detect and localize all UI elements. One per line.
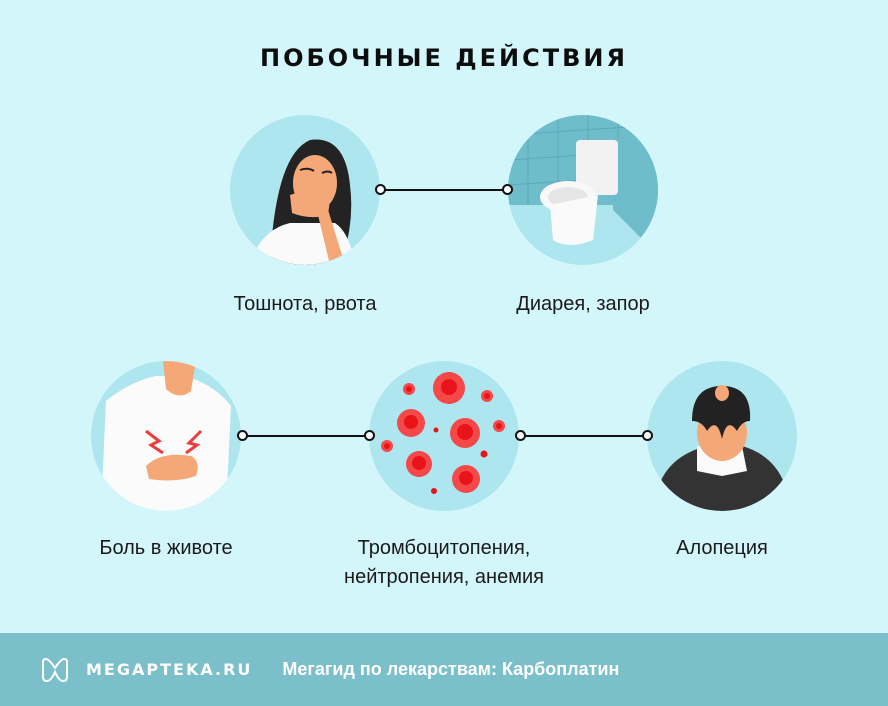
- label-nausea: Тошнота, рвота: [233, 293, 377, 315]
- stomach-pain-icon: [91, 361, 241, 511]
- label-alopecia: Алопеция: [676, 537, 768, 559]
- toilet-icon: [508, 115, 658, 265]
- footer: MEGAPTEKA.RU Мегагид по лекарствам: Карб…: [0, 633, 888, 706]
- blood-cells-icon: [369, 361, 519, 511]
- connector-dot: [515, 430, 526, 441]
- nausea-woman-icon: [230, 115, 380, 265]
- connector-dot: [364, 430, 375, 441]
- label-diarrhea: Диарея, запор: [516, 293, 650, 315]
- megapteka-logo-icon: [42, 657, 68, 682]
- hair-loss-icon: [647, 361, 797, 511]
- footer-caption: Мегагид по лекарствам: Карбоплатин: [282, 659, 620, 679]
- connector-dot: [642, 430, 653, 441]
- connector-line: [521, 435, 647, 437]
- connector-dot: [375, 184, 386, 195]
- connector-dot: [502, 184, 513, 195]
- connector-dot: [237, 430, 248, 441]
- connector-line: [381, 189, 507, 191]
- page-title: ПОБОЧНЫЕ ДЕЙСТВИЯ: [260, 44, 628, 72]
- label-blood-line1: Тромбоцитопения,: [357, 537, 531, 559]
- connector-line: [243, 435, 369, 437]
- brand-name[interactable]: MEGAPTEKA.RU: [86, 660, 253, 679]
- label-stomach-pain: Боль в животе: [99, 537, 233, 559]
- label-blood-line2: нейтропения, анемия: [344, 566, 544, 588]
- label-blood: Тромбоцитопения, нейтропения, анемия: [294, 534, 594, 592]
